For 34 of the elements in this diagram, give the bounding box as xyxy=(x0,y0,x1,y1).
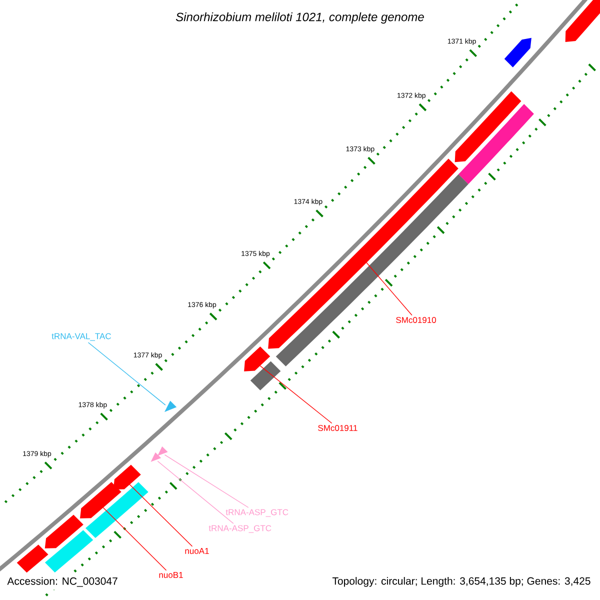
gene-label: tRNA-VAL_TAC xyxy=(52,333,111,341)
gene-label: nuoB1 xyxy=(159,572,183,578)
genome-info: Topology: circular; Length: 3,654,135 bp; Genes: 3,425 xyxy=(332,577,590,587)
leader-line xyxy=(157,460,234,524)
feature-marker xyxy=(150,452,162,462)
accession-label: Accession: NC_003047 xyxy=(4,574,121,590)
gene-label: tRNA-ASP_GTC xyxy=(208,525,272,533)
gene-label: tRNA-ASP_GTC xyxy=(226,509,288,517)
gene-feature xyxy=(276,174,468,366)
feature-marker xyxy=(158,446,168,456)
gene-label: nuoA1 xyxy=(185,548,209,554)
leader-line xyxy=(129,484,193,547)
gene-feature xyxy=(565,0,600,42)
gene-feature xyxy=(504,38,532,68)
gene-feature xyxy=(80,482,122,518)
leader-line xyxy=(164,454,249,508)
gene-feature xyxy=(86,482,148,538)
leader-line xyxy=(366,262,412,316)
gene-feature xyxy=(113,464,141,490)
leader-line xyxy=(102,507,167,571)
gene-feature xyxy=(44,530,94,572)
gene-label: SMc01910 xyxy=(396,317,436,323)
gene-feature xyxy=(44,514,84,548)
gene-feature xyxy=(268,158,458,349)
feature-marker xyxy=(164,400,177,412)
title: Sinorhizobium meliloti 1021, complete genome xyxy=(176,12,424,24)
gene-feature xyxy=(16,544,48,573)
gene-feature xyxy=(244,346,270,372)
gene-feature xyxy=(250,361,281,390)
gene-label: SMc01911 xyxy=(318,425,358,431)
gene-feature xyxy=(458,104,534,184)
leader-line xyxy=(260,365,332,424)
gene-feature xyxy=(454,91,522,162)
leader-line xyxy=(88,342,166,406)
